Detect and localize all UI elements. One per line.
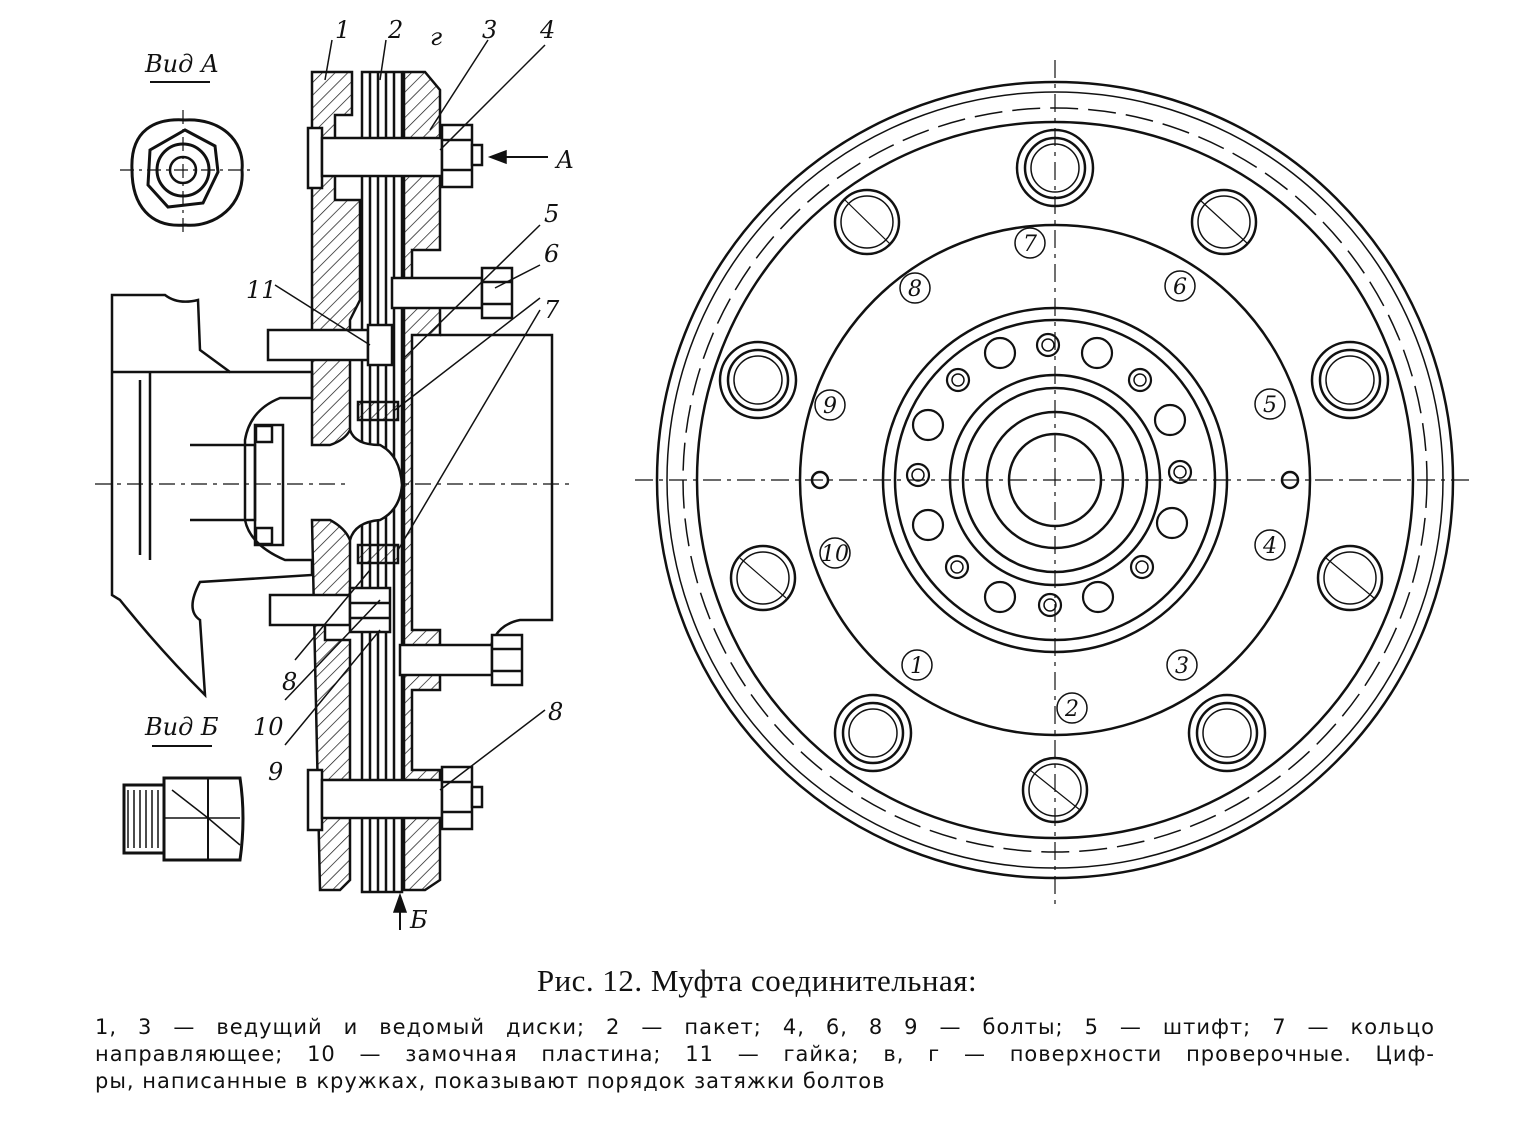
callout-6: 6 [544,240,559,268]
caption-line-3: ры, написанные в кружках, показывают пор… [95,1069,886,1093]
order-mark-3: 3 [1166,649,1198,681]
bolt-hole-6 [1190,188,1258,256]
arrow-b-label: Б [409,906,428,934]
svg-text:10: 10 [821,542,849,567]
callout-10: 10 [253,713,284,741]
section-view [95,70,575,894]
bolt-hole-4 [1316,544,1384,612]
callout-4: 4 [539,16,555,44]
order-mark-6: 6 [1164,270,1196,302]
callout-8-bottom: 8 [548,698,563,726]
order-mark-4: 4 [1254,529,1286,561]
view-b: Вид Б [122,713,245,862]
view-a-label: Вид А [144,50,219,78]
svg-text:7: 7 [1023,232,1037,257]
inner-hole-ring [905,332,1193,618]
front-view [635,60,1470,905]
callout-11: 11 [246,276,277,304]
order-mark-10: 10 [819,537,851,569]
section-labels: 1 2 г 3 4 5 6 7 8 8 9 10 11 А Б [246,16,574,934]
order-mark-5: 5 [1254,388,1286,420]
callout-3: 3 [482,16,497,44]
figure-caption: 1, 3 — ведущий и ведомый диски; 2 — паке… [95,1014,1435,1095]
callout-1: 1 [335,16,350,44]
view-b-label: Вид Б [144,713,219,741]
callout-5: 5 [544,200,559,228]
surface-label-g: г [430,23,442,51]
order-mark-7: 7 [1014,227,1046,259]
arrow-a-label: А [554,146,574,174]
figure-title: Рис. 12. Муфта соединительная: [536,963,978,998]
coupling-drawing: Вид А Вид Б [95,16,1470,934]
callout-2: 2 [387,16,403,44]
bolt-hole-10 [729,544,797,612]
svg-text:4: 4 [1262,534,1277,559]
bolt-hole-2 [1021,756,1089,824]
caption-line-1: 1, 3 — ведущий и ведомый диски; 2 — паке… [95,1015,1435,1039]
svg-text:5: 5 [1263,393,1277,418]
bolt-hole-1 [833,693,913,773]
svg-text:9: 9 [823,394,837,419]
callout-7: 7 [544,296,560,324]
callout-8-left: 8 [282,668,297,696]
svg-text:3: 3 [1175,654,1189,679]
view-a: Вид А [120,50,255,235]
callout-9: 9 [268,758,283,786]
bolt-hole-5 [1310,340,1390,420]
bolt-hole-7 [1015,128,1095,208]
svg-text:1: 1 [910,654,924,679]
front-bolt-holes [718,128,1390,824]
order-mark-8: 8 [899,272,931,304]
leaders [274,39,548,930]
bolt-hole-3 [1187,693,1267,773]
bolt-hole-8 [833,188,901,256]
svg-text:6: 6 [1173,275,1187,300]
order-mark-9: 9 [814,389,846,421]
svg-text:8: 8 [908,277,922,302]
order-mark-2: 2 [1056,692,1088,724]
caption-line-2: направляющее; 10 — замочная пластина; 11… [95,1042,1435,1066]
order-mark-1: 1 [901,649,933,681]
svg-text:2: 2 [1064,697,1079,722]
tightening-order: 7 6 5 4 3 2 1 10 9 8 [814,227,1286,724]
bolt-hole-9 [718,340,798,420]
